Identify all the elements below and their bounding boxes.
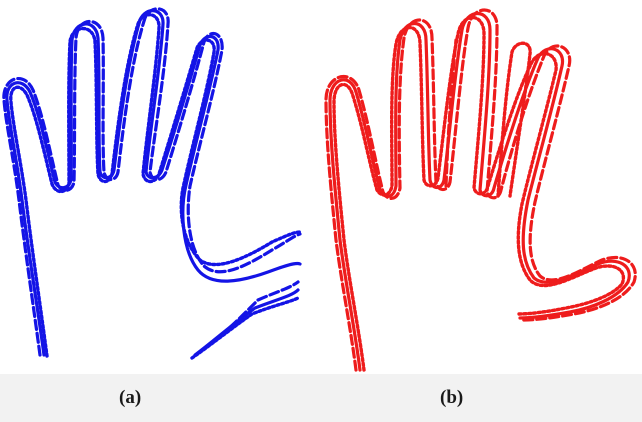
panel-a-caption: (a) [119,388,141,408]
panel-a-thumb-dotted [192,298,298,358]
panel-a-contour-dotted [11,15,300,356]
panel-b-hand [326,10,635,370]
panel-b-contour-solid [330,14,629,371]
panel-b-caption: (b) [440,388,463,408]
panel-a-hand [4,9,300,358]
caption-band [0,374,642,422]
panel-b-contour-dotted [334,18,623,371]
hand-outlines-canvas [0,0,642,374]
